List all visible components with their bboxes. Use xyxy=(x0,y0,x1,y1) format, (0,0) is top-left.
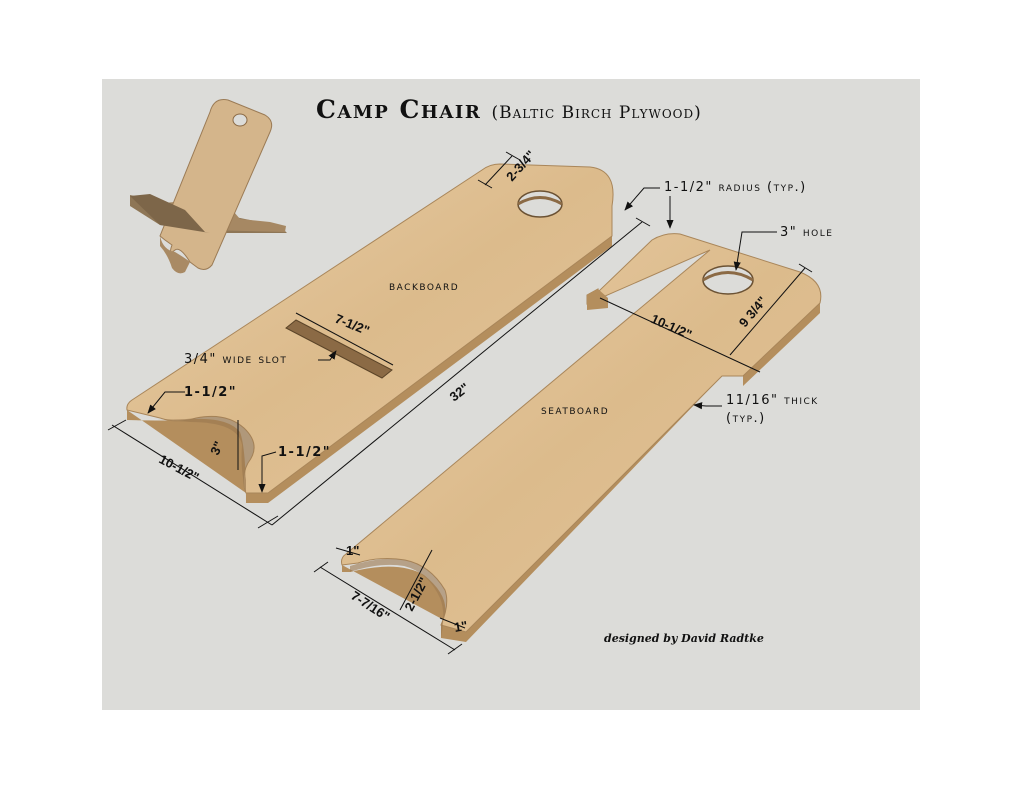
dim-text-back-notch: 3" xyxy=(207,439,226,457)
label-slot: 3/4" wide slot xyxy=(184,352,288,367)
dim-text-seat-leg-left: 1" xyxy=(346,543,359,558)
dim-seat-hole xyxy=(729,267,806,356)
label-thickness: 11/16" thick xyxy=(726,393,819,408)
label-seatboard: seatboard xyxy=(541,403,610,418)
leader-notch-right xyxy=(258,451,277,493)
leader-hole xyxy=(733,231,777,271)
title-text: Camp Chair xyxy=(316,95,482,124)
dim-back-width xyxy=(111,424,273,526)
label-backboard: backboard xyxy=(389,279,460,294)
label-back-notch-left: 1-1/2" xyxy=(184,385,238,400)
dim-seat-bottom xyxy=(319,566,456,651)
label-thickness-typ: (typ.) xyxy=(726,411,766,426)
dim-slot xyxy=(295,312,394,366)
thumb-hole xyxy=(232,113,248,127)
title-subtitle: (Baltic Birch Plywood) xyxy=(491,103,702,123)
seatboard-hole-rim xyxy=(702,271,754,282)
leader-notch-left xyxy=(147,391,185,414)
leader-thick xyxy=(693,402,722,410)
drawing-title: Camp Chair (Baltic Birch Plywood) xyxy=(316,95,702,124)
assembled-chair-illustration xyxy=(130,99,287,274)
seatboard-step xyxy=(587,289,608,310)
thumb-seat-front xyxy=(130,194,210,233)
dim-back-hole xyxy=(484,155,513,186)
label-radius: 1-1/2" radius (typ.) xyxy=(664,180,807,195)
backboard-piece xyxy=(126,163,614,503)
leader-arrows xyxy=(147,187,777,493)
dim-text-seat-bottom: 7-7/16" xyxy=(348,588,392,624)
seatboard-notch xyxy=(350,558,447,638)
thumb-notch xyxy=(160,236,190,274)
dim-seat-width xyxy=(599,297,761,373)
seatboard-hole xyxy=(702,265,754,295)
label-back-notch-right: 1-1/2" xyxy=(278,445,332,460)
leader-radius-back xyxy=(624,187,660,211)
designer-credit: designed by David Radtke xyxy=(604,632,764,645)
dim-seat-notch xyxy=(399,549,433,611)
backboard-hole-rim xyxy=(517,196,563,206)
dimension-lines xyxy=(107,151,813,655)
backboard-hole xyxy=(517,190,563,218)
seatboard-piece xyxy=(341,233,822,642)
dim-back-length xyxy=(271,221,643,526)
backboard-slot xyxy=(285,319,393,379)
leader-slot xyxy=(318,350,337,361)
dim-text-seat-leg-right: 1" xyxy=(453,618,469,635)
dim-text-back-length: 32" xyxy=(447,380,472,405)
thumb-backboard xyxy=(159,99,273,270)
label-hole: 3" hole xyxy=(780,225,834,240)
